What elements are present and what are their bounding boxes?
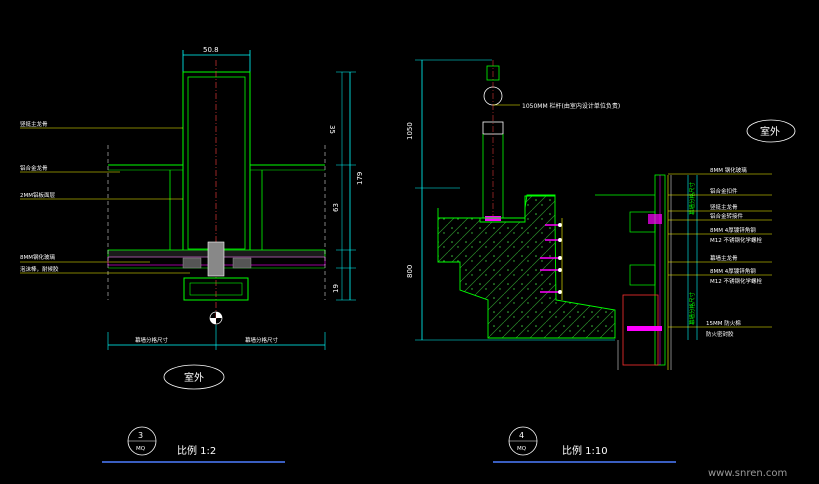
scale-left: 比例 1:2 <box>177 444 216 457</box>
rlabel-bolt: M12 不锈钢化学螺栓 <box>710 236 762 244</box>
rlabel-main-keel: 幕墙主龙骨 <box>710 254 738 262</box>
rlabel-angle-steel-2: 8MM 4厚镀锌角钢 <box>710 267 756 275</box>
detail-sheet-4: MQ <box>517 446 527 452</box>
rlabel-fire-wool: 15MM 防火棉 <box>706 319 741 327</box>
handrail-label: 1050MM 栏杆(由室内设计单位负责) <box>522 102 620 110</box>
bottom-left-dim: 幕墙分格尺寸 <box>135 336 169 344</box>
exterior-label: 室外 <box>184 371 204 384</box>
rlabel-fire-sealant: 防火密封胶 <box>706 330 734 338</box>
label-sealant: 泡沫棒，耐候胶 <box>20 265 59 273</box>
rlabel-clip: 铝合金扣件 <box>710 187 738 195</box>
left-labels: 竖挺主龙骨 铝合金龙骨 2MM铝板面层 8MM钢化玻璃 泡沫棒，耐候胶 <box>20 120 190 274</box>
bottom-right-dim: 幕墙分格尺寸 <box>245 336 279 344</box>
rlabel-angle-steel: 8MM 4厚镀锌角钢 <box>710 226 756 234</box>
rlabel-glass: 8MM 钢化玻璃 <box>710 166 747 174</box>
watermark: www.snren.com <box>708 468 787 479</box>
detail-number-4: 4 <box>519 431 524 440</box>
dim-35: 35 <box>328 125 336 134</box>
detail-number-3: 3 <box>138 431 143 440</box>
dim-63: 63 <box>332 203 340 212</box>
label-keel: 铝合金龙骨 <box>20 164 48 172</box>
exterior-label-right: 室外 <box>760 125 780 138</box>
rlabel-bolt-2: M12 不锈钢化学螺栓 <box>710 277 762 285</box>
top-dimension: 50.8 <box>203 46 219 54</box>
dim-19: 19 <box>332 284 340 293</box>
dim-179: 179 <box>356 172 364 185</box>
rlabel-adapter: 铝合金转接件 <box>710 212 744 220</box>
scale-right: 比例 1:10 <box>562 444 608 457</box>
right-detail: 1050 800 1050MM 栏杆(由室内设计单位负责) <box>406 59 796 463</box>
right-labels: 8MM 钢化玻璃 铝合金扣件 竖挺主龙骨 铝合金转接件 8MM 4厚镀锌角钢 M… <box>668 166 772 338</box>
rlabel-mullion: 竖挺主龙骨 <box>710 203 738 211</box>
vertical-label-1: 幕墙分格尺寸 <box>688 181 696 215</box>
label-glass: 8MM钢化玻璃 <box>20 253 55 261</box>
vertical-label-2: 幕墙分格尺寸 <box>688 291 696 325</box>
left-detail: 50.8 35 179 63 <box>20 46 364 463</box>
dim-800: 800 <box>406 265 414 278</box>
detail-sheet-3: MQ <box>136 446 146 452</box>
label-alum-panel: 2MM铝板面层 <box>20 191 55 199</box>
label-mullion: 竖挺主龙骨 <box>20 120 48 128</box>
dim-1050: 1050 <box>406 122 414 140</box>
anchor-bolts <box>540 218 563 300</box>
